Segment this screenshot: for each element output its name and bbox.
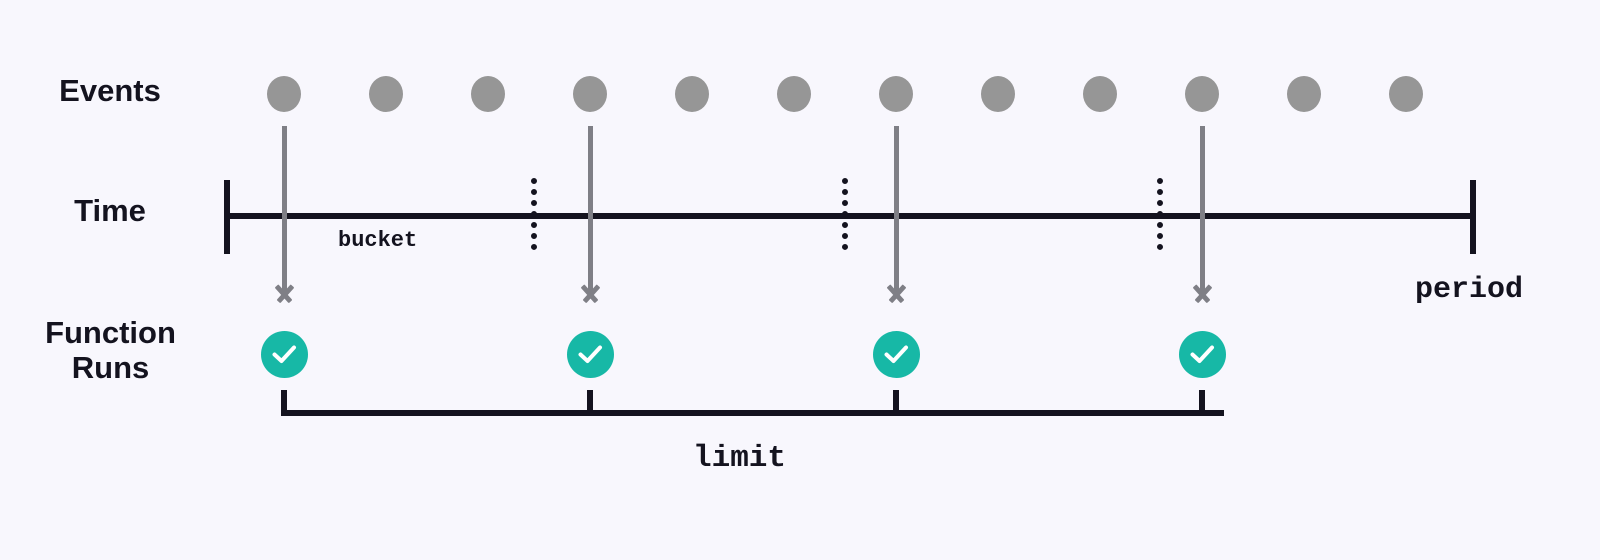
event-dot [981, 76, 1015, 112]
bucket-annotation-label: bucket [338, 228, 418, 253]
event-dot [1389, 76, 1423, 112]
event-to-run-arrow [269, 126, 299, 314]
check-icon [884, 345, 908, 363]
event-dot [879, 76, 913, 112]
event-dot [777, 76, 811, 112]
function-run-success-badge [260, 331, 308, 378]
function-run-success-badge [872, 331, 920, 378]
limit-annotation-label: limit [693, 441, 787, 476]
check-icon [578, 345, 602, 363]
time-axis-start-tick [224, 180, 230, 254]
period-annotation-label: period [1415, 273, 1524, 307]
time-axis-end-tick [1470, 180, 1476, 254]
check-icon [272, 345, 296, 363]
check-icon [1190, 345, 1214, 363]
arrow-head-icon [885, 284, 908, 309]
event-dot [1287, 76, 1321, 112]
bucket-divider [842, 178, 848, 250]
event-to-run-arrow [881, 126, 911, 314]
limit-bracket-tick [587, 390, 593, 416]
event-dot [267, 76, 301, 112]
function-run-success-badge [566, 331, 614, 378]
event-dot [573, 76, 607, 112]
event-dot [675, 76, 709, 112]
limit-bracket-tick [893, 390, 899, 416]
arrow-shaft [588, 126, 593, 296]
arrow-head-icon [579, 284, 602, 309]
event-dot [1083, 76, 1117, 112]
limit-bracket-bar [281, 410, 1224, 416]
event-to-run-arrow [1187, 126, 1217, 314]
function-run-success-badge [1178, 331, 1226, 378]
row-label-time: Time [74, 193, 146, 228]
bucket-divider [1157, 178, 1163, 250]
arrow-shaft [1200, 126, 1205, 296]
row-label-events: Events [59, 73, 161, 108]
arrow-head-icon [273, 284, 296, 309]
limit-bracket [281, 390, 1224, 416]
arrow-shaft [282, 126, 287, 296]
bucket-divider [531, 178, 537, 250]
event-dot [471, 76, 505, 112]
limit-bracket-tick [1199, 390, 1205, 416]
limit-bracket-tick [281, 390, 287, 416]
event-to-run-arrow [575, 126, 605, 314]
arrow-head-icon [1191, 284, 1214, 309]
arrow-shaft [894, 126, 899, 296]
event-dot [369, 76, 403, 112]
event-dot [1185, 76, 1219, 112]
row-label-function-runs: Function Runs [45, 315, 176, 385]
time-axis-line [224, 213, 1476, 219]
